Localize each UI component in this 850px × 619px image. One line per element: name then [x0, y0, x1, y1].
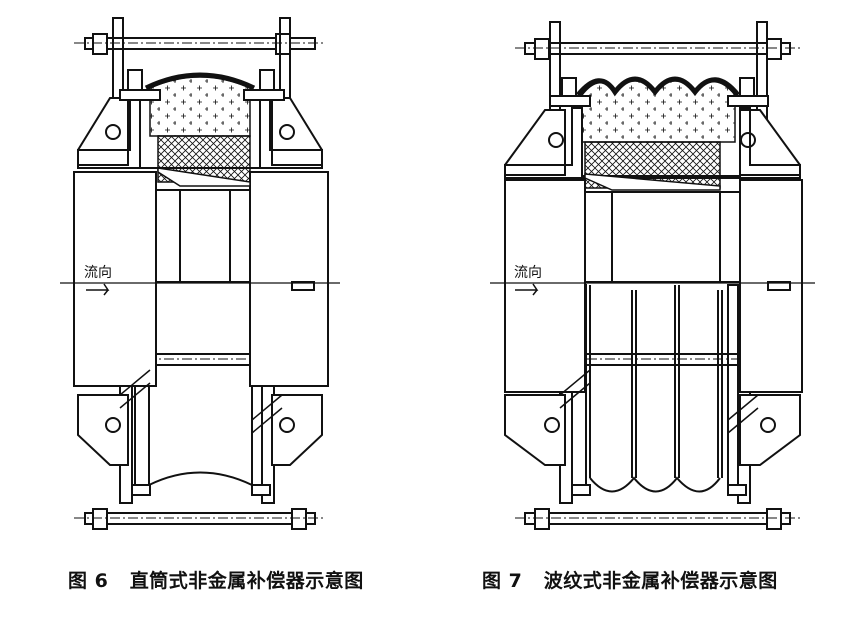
figure-straight-compensator: [60, 17, 340, 530]
outer-skin: [144, 72, 256, 91]
corner-bolts: [119, 69, 285, 101]
figure-corrugated-compensator: [490, 21, 815, 530]
tie-rod-top: [74, 33, 326, 55]
caption-fig6: 图 6 直筒式非金属补偿器示意图: [68, 566, 364, 593]
diagonal-braces: [119, 369, 283, 434]
corner-bolts: [549, 77, 769, 107]
flow-label-fig7: 流向: [514, 265, 542, 281]
tie-rod-bottom: [74, 508, 326, 530]
caption-fig7-title: 波纹式非金属补偿器示意图: [543, 570, 778, 592]
flange-left: [77, 97, 129, 466]
clamp-channel: [77, 95, 323, 169]
corrugated-skin: [576, 76, 740, 97]
fabric-filling: [149, 76, 251, 137]
flow-arrow: [86, 283, 110, 296]
caption-fig7: 图 7 波纹式非金属补偿器示意图: [482, 566, 778, 593]
clamp-channel: [504, 107, 801, 179]
inner-pipe-wave: [148, 471, 253, 486]
flow-arrow: [515, 283, 539, 296]
pipe-body: [504, 179, 803, 393]
flange-left: [504, 109, 566, 466]
pipe-body: [73, 171, 329, 387]
caption-fig6-title: 直筒式非金属补偿器示意图: [129, 570, 364, 592]
caption-fig6-number: 图 6: [68, 570, 109, 592]
flow-label-fig6: 流向: [84, 265, 112, 281]
diagonal-braces: [559, 369, 759, 434]
inner-corrugations: [589, 285, 723, 493]
tie-rod-bottom: [515, 508, 800, 530]
caption-fig7-number: 图 7: [482, 570, 523, 592]
